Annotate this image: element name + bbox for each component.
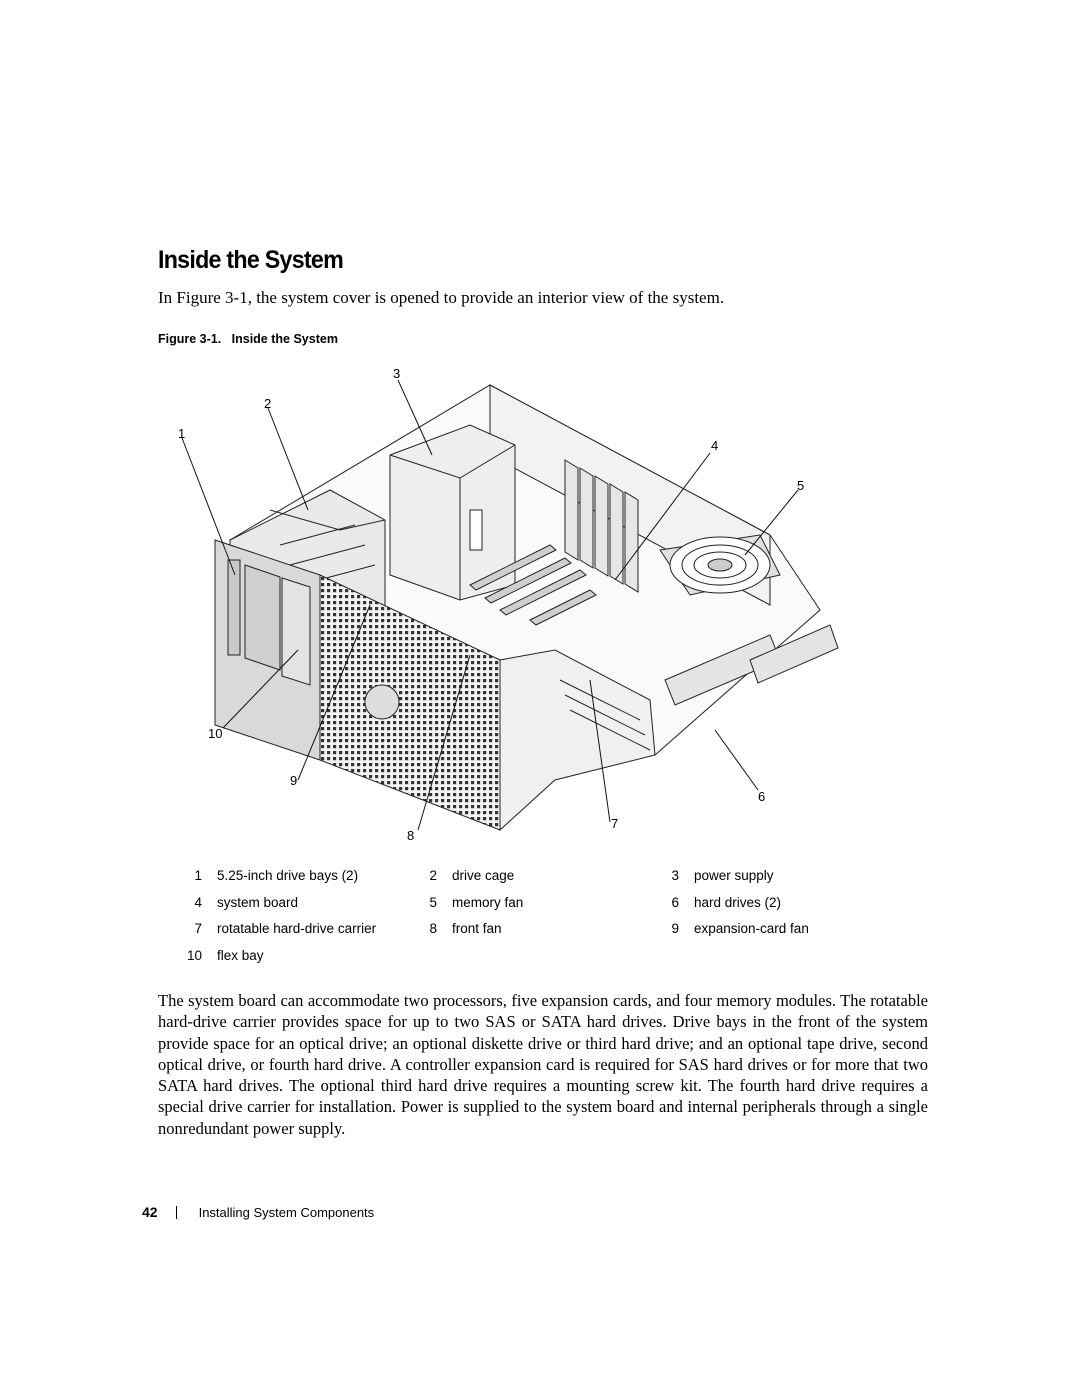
body-paragraph: The system board can accommodate two pro… [158,991,928,1138]
callout-10: 10 [208,726,222,741]
legend-row: 7 rotatable hard-drive carrier 8 front f… [180,921,809,948]
legend-row: 10 flex bay [180,948,809,975]
legend-number: 9 [671,921,679,936]
legend-label: expansion-card fan [694,921,809,936]
figure-caption-title: Inside the System [231,332,338,346]
legend-number: 4 [194,894,202,910]
callout-5: 5 [797,478,804,493]
legend-number: 2 [429,868,437,883]
figure-legend: 1 5.25-inch drive bays (2) 2 drive cage … [180,868,809,974]
legend-label: front fan [452,921,502,936]
legend-label: drive cage [452,868,515,883]
legend-label: flex bay [217,947,264,963]
legend-label: hard drives (2) [694,894,782,910]
memory-fan [659,534,781,596]
page-footer: 42 Installing System Components [142,1204,374,1220]
legend-number: 8 [429,921,437,936]
legend-number: 6 [671,894,679,910]
legend-number: 1 [194,868,202,883]
legend-label: system board [217,894,299,910]
legend-row: 4 system board 5 memory fan 6 hard drive… [180,895,809,922]
legend-number: 5 [429,894,437,910]
callout-3: 3 [393,366,400,381]
intro-paragraph: In Figure 3-1, the system cover is opene… [158,288,725,307]
figure-caption: Figure 3-1. Inside the System [158,332,338,346]
callout-4: 4 [711,438,718,453]
legend-label: rotatable hard-drive carrier [217,921,377,936]
figure-caption-label: Figure 3-1. [158,332,222,346]
footer-separator [175,1206,177,1219]
system-interior-illustration: 1 2 3 4 5 6 7 8 9 10 [170,360,870,850]
callout-6: 6 [758,789,765,804]
legend-label: power supply [694,868,774,883]
rotatable-carrier [499,649,656,832]
legend-label: 5.25-inch drive bays (2) [217,868,359,883]
callout-2: 2 [264,396,271,411]
legend-label: memory fan [452,894,524,910]
footer-section-title: Installing System Components [198,1205,375,1220]
callout-8: 8 [407,828,414,843]
front-fan-hub [364,684,400,720]
legend-row: 1 5.25-inch drive bays (2) 2 drive cage … [180,868,809,895]
page-number: 42 [142,1204,158,1220]
callout-7: 7 [611,816,618,831]
expansion-slots [469,544,597,626]
expansion-cards [564,459,639,593]
legend-number: 10 [186,947,202,963]
callout-1: 1 [178,426,185,441]
hard-drives [664,624,839,706]
page-heading: Inside the System [158,246,344,274]
legend-number: 3 [671,868,679,883]
callout-9: 9 [290,773,297,788]
legend-number: 7 [194,921,202,936]
